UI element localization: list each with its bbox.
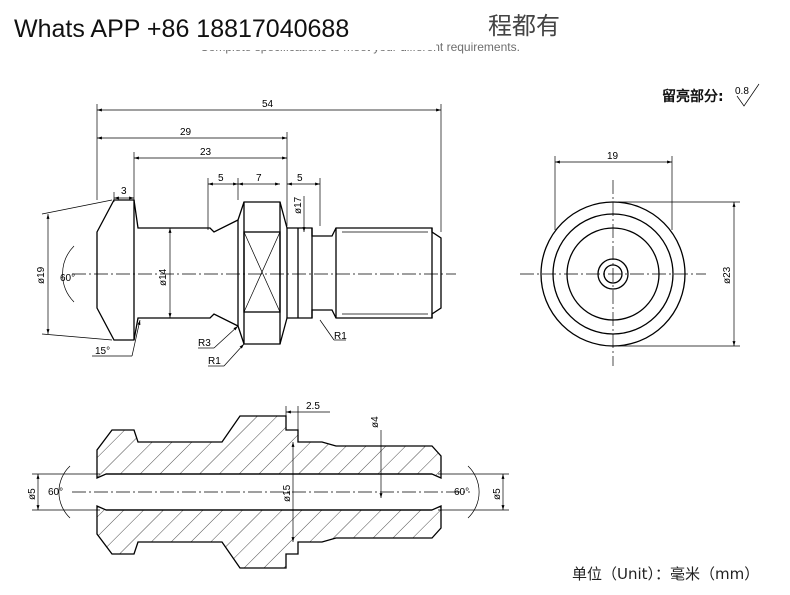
unit-label: 单位（Unit）：毫米（mm） xyxy=(572,565,760,583)
dim-flange: 7 xyxy=(256,173,262,184)
dim-radius-c: R1 xyxy=(334,331,347,342)
surface-finish-symbol: 0.8 xyxy=(735,83,760,107)
dim-right-dia: ø5 xyxy=(492,488,503,500)
dim-head-angle: 60° xyxy=(60,273,75,284)
dim-head-dia: ø19 xyxy=(36,266,47,284)
dim-to-flange: 29 xyxy=(180,127,192,138)
dim-chamfer: 15° xyxy=(95,346,110,357)
dim-groove: 2.5 xyxy=(306,401,320,412)
dim-collar-dia: ø17 xyxy=(293,196,304,214)
dim-left-angle: 60° xyxy=(48,487,63,498)
dim-shank-dia: ø14 xyxy=(158,268,169,286)
watermark-banner: Whats APP +86 18817040688 xyxy=(0,10,436,50)
header-title-fragment: 程都有 xyxy=(488,12,560,40)
dim-outer-dia: ø23 xyxy=(722,266,733,284)
watermark-text: Whats APP +86 18817040688 xyxy=(14,15,350,43)
dim-width: 19 xyxy=(607,151,619,162)
dim-bore: ø15 xyxy=(282,484,293,502)
dim-radius-a: R3 xyxy=(198,338,211,349)
end-view: 19 ø23 xyxy=(520,151,740,366)
dim-head: 3 xyxy=(121,186,127,197)
surface-finish-value: 0.8 xyxy=(735,86,749,97)
dim-left-dia: ø5 xyxy=(27,488,38,500)
dim-radius-b: R1 xyxy=(208,356,221,367)
dim-collar: 5 xyxy=(297,173,303,184)
dim-groove-dia: ø4 xyxy=(370,416,381,428)
dim-overall: 54 xyxy=(262,99,274,110)
side-view: 54 29 23 3 5 7 5 xyxy=(36,99,456,367)
dim-neck: 5 xyxy=(218,173,224,184)
section-view: 2.5 ø4 ø15 ø5 60° ø5 60° xyxy=(27,401,509,569)
dim-flange-to-head: 23 xyxy=(200,147,212,158)
dim-right-angle: 60° xyxy=(454,487,469,498)
surface-finish-label: 留亮部分: xyxy=(662,89,724,105)
